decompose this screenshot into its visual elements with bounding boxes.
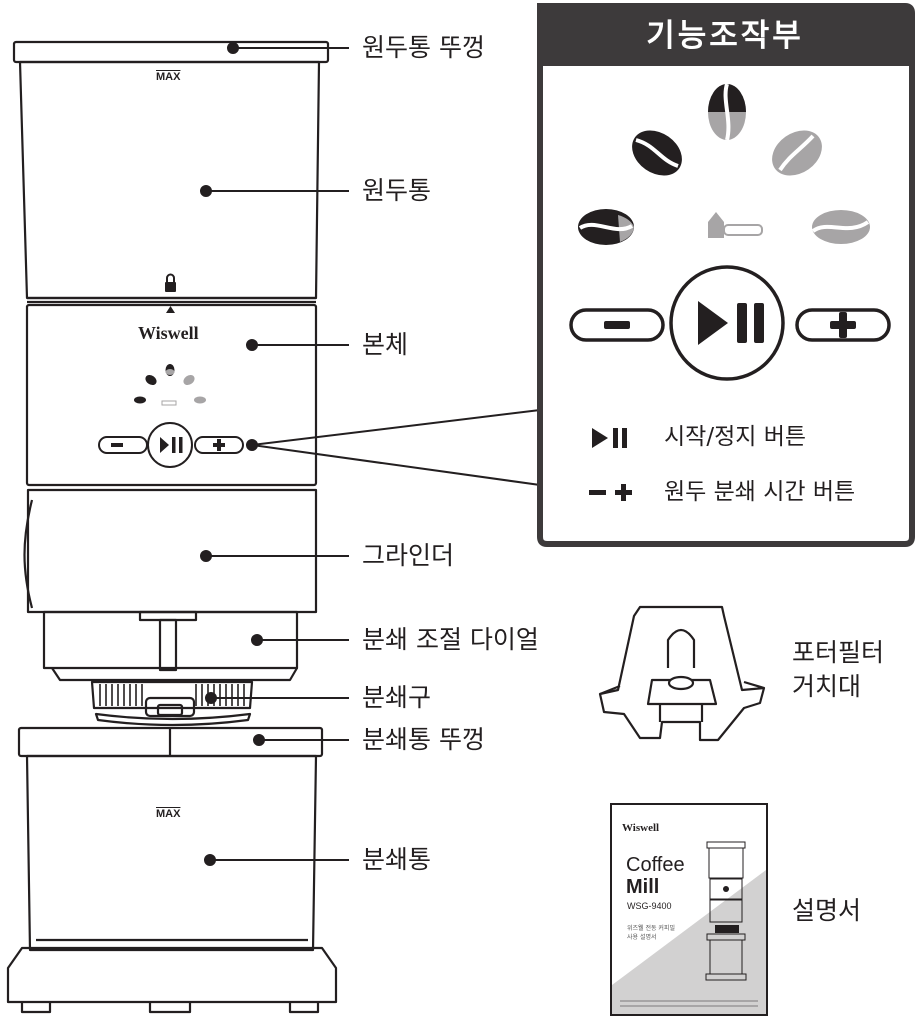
- grinder-shape: [26, 488, 318, 614]
- label-grind-dial: 분쇄 조절 다이얼: [362, 625, 539, 654]
- manual-title-coffee: Coffee: [626, 854, 685, 876]
- legend-start-stop: 시작/정지 버튼: [664, 424, 807, 450]
- burr-gear-shape: [90, 680, 254, 710]
- label-container-lid: 분쇄통 뚜껑: [362, 725, 485, 754]
- manual-brand: Wiswell: [622, 822, 660, 834]
- manual-illustration: [610, 803, 768, 1016]
- label-hopper: 원두통: [362, 176, 432, 205]
- base-shape: [6, 946, 338, 1004]
- lock-icon: [165, 273, 176, 313]
- label-grind-outlet: 분쇄구: [362, 683, 432, 712]
- label-hopper-lid: 원두통 뚜껑: [362, 33, 485, 62]
- panel-buttons: [569, 265, 891, 381]
- label-manual: 설명서: [792, 896, 862, 925]
- body-shape: [25, 303, 318, 487]
- body-brand-logo: Wiswell: [138, 323, 199, 343]
- control-panel-callout: [537, 2, 915, 547]
- manual-subtitle-1: 위즈웰 전동 커피밀: [627, 925, 675, 932]
- portafilter-icon: [708, 212, 763, 238]
- label-body: 본체: [362, 330, 409, 359]
- container-max-mark: MAX: [156, 808, 181, 820]
- container-shape: [25, 754, 318, 952]
- label-portafilter-holder: 포터필터 거치대: [792, 638, 885, 701]
- portafilter-holder-illustration: [598, 605, 766, 742]
- body-bean-indicators: [134, 364, 206, 406]
- manual-title-mill: Mill: [626, 876, 660, 898]
- hopper-max-mark: MAX: [156, 71, 181, 83]
- manual-subtitle-2: 사용 설명서: [627, 934, 657, 941]
- bean-icons: [578, 83, 870, 245]
- hopper-shape: [18, 60, 321, 300]
- hopper-lid-shape: [12, 40, 330, 64]
- label-container: 분쇄통: [362, 845, 432, 874]
- body-controls: [98, 422, 244, 468]
- leader-lines: [200, 42, 541, 866]
- manual-model: WSG-9400: [627, 901, 672, 911]
- legend-icons: [589, 428, 632, 501]
- control-panel-title: 기능조작부: [646, 18, 804, 54]
- legend-grind-time: 원두 분쇄 시간 버튼: [664, 479, 856, 505]
- label-grinder: 그라인더: [362, 541, 455, 570]
